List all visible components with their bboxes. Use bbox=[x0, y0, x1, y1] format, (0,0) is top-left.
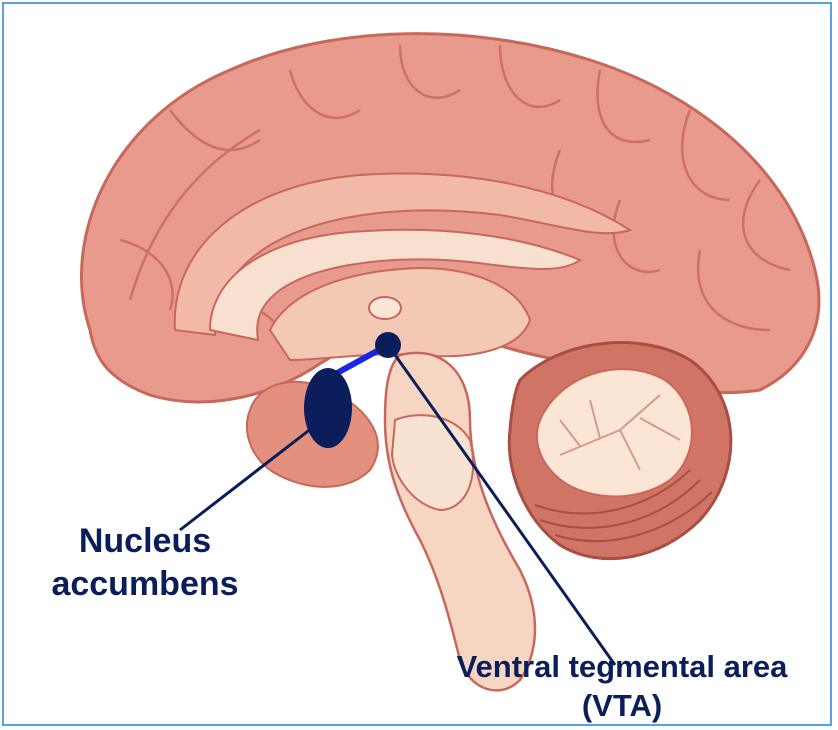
vta-marker bbox=[375, 332, 401, 358]
nucleus-accumbens-label: Nucleus accumbens bbox=[30, 520, 260, 605]
vta-label: Ventral tegmental area (VTA) bbox=[408, 648, 836, 726]
nucleus-accumbens-marker bbox=[304, 368, 352, 448]
fornix-oval bbox=[369, 297, 401, 319]
vta-label-line1: Ventral tegmental area bbox=[408, 648, 836, 687]
nucleus-accumbens-label-line2: accumbens bbox=[51, 565, 238, 603]
nucleus-accumbens-label-line1: Nucleus bbox=[79, 522, 211, 560]
vta-label-line2: (VTA) bbox=[408, 687, 836, 726]
